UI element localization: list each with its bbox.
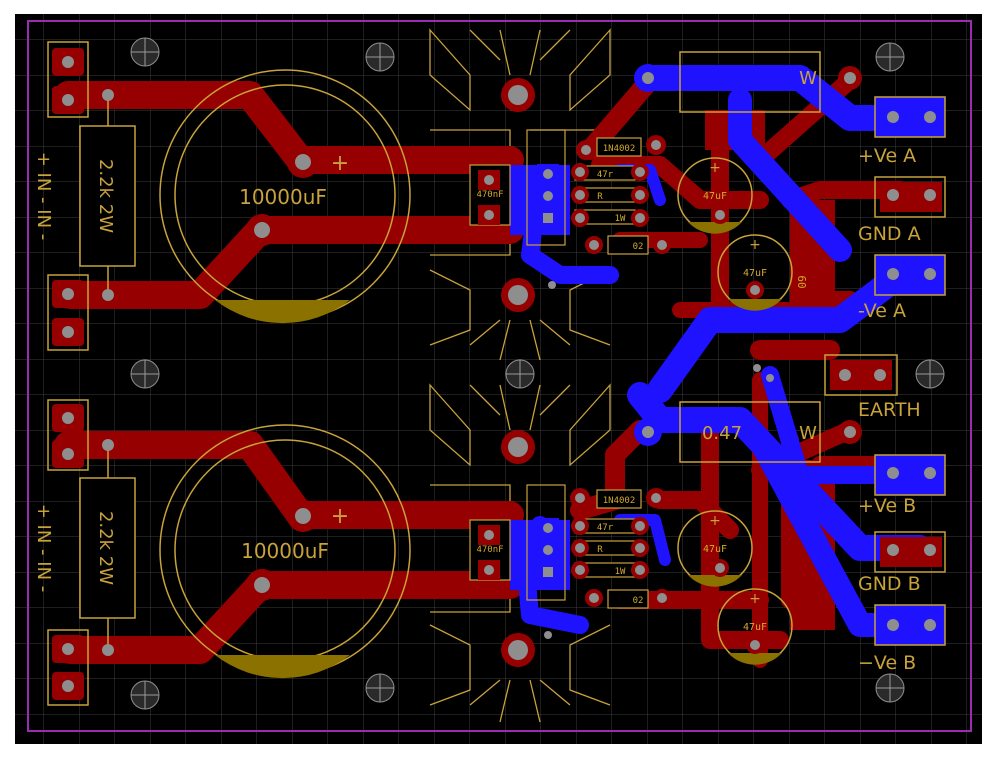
heatsink-outline-b	[429, 383, 611, 723]
input-resistor-a: 2.2k 2W + IN - IN -	[33, 95, 136, 295]
resistor-047-bottom: 0.47 W	[679, 401, 821, 463]
r47-a-label: 47r	[597, 170, 614, 180]
board-outline	[27, 20, 972, 732]
out-neg-b-label: −Ve B	[858, 652, 916, 674]
out-pos-a-label: +Ve A	[858, 145, 916, 167]
mounting-hole-crosses	[131, 38, 944, 709]
output-connectors: +Ve A GND A -Ve A EARTH +Ve B GND B −Ve …	[824, 96, 946, 674]
main-capacitor-b: 10000uF +	[159, 424, 411, 679]
e47-b1-label: 47uF	[703, 544, 727, 555]
r1w-b-label: 1W	[615, 567, 626, 577]
cap-main-b-label: 10000uF	[241, 539, 329, 563]
rot-label: 60	[795, 275, 808, 288]
top-w-label: W	[799, 68, 817, 89]
r1w-a-label: 1W	[615, 214, 626, 224]
input-a-label: + IN - IN -	[33, 152, 54, 241]
earth-label: EARTH	[858, 399, 921, 421]
e47-a2-label: 47uF	[743, 268, 767, 279]
out-gnd-a-label: GND A	[858, 223, 921, 245]
e47-a1-label: 47uF	[703, 191, 727, 202]
input-connector-outlines	[47, 41, 89, 706]
e47-b2-label: 47uF	[743, 622, 767, 633]
diode-a-label: 1N4002	[603, 144, 636, 154]
res-b-label: 2.2k 2W	[95, 511, 116, 585]
r047-w-label: W	[799, 423, 817, 444]
diode-b-label: 1N4002	[603, 496, 636, 506]
d02-b-label: 02	[633, 596, 644, 606]
main-capacitor-a: 10000uF +	[159, 69, 411, 324]
res-a-label: 2.2k 2W	[95, 159, 116, 233]
rfrag-a-label: R	[597, 192, 603, 202]
out-gnd-b-label: GND B	[858, 573, 921, 595]
r47-b-label: 47r	[597, 523, 614, 533]
r047-label: 0.47	[702, 423, 742, 444]
cap-470n-a-label: 470nF	[476, 190, 503, 200]
e47-b1-plus: +	[709, 513, 721, 529]
input-b-label: + IN - IN -	[33, 504, 54, 593]
cap-main-b-plus: +	[331, 504, 349, 529]
out-pos-b-label: +Ve B	[858, 495, 916, 517]
rfrag-b-label: R	[597, 545, 603, 555]
out-neg-a-label: -Ve A	[858, 300, 906, 322]
cap-main-a-plus: +	[331, 151, 349, 176]
e47-a1-plus: +	[709, 160, 721, 176]
cap-main-a-label: 10000uF	[239, 185, 327, 209]
small-components-a: 470nF 1N4002 47r R 1W 02 47uF + 47uF + 6…	[469, 129, 808, 311]
e47-b2-plus: +	[749, 591, 761, 607]
resistor-047-top: W	[679, 51, 821, 113]
e47-a2-plus: +	[749, 237, 761, 253]
input-resistor-b: 2.2k 2W + IN - IN -	[33, 445, 136, 650]
pads	[52, 48, 942, 700]
cap-470n-b-label: 470nF	[476, 545, 503, 555]
small-components-b: 470nF 1N4002 47r R 1W 02 47uF + 47uF +	[469, 484, 793, 665]
d02-a-label: 02	[633, 242, 644, 252]
